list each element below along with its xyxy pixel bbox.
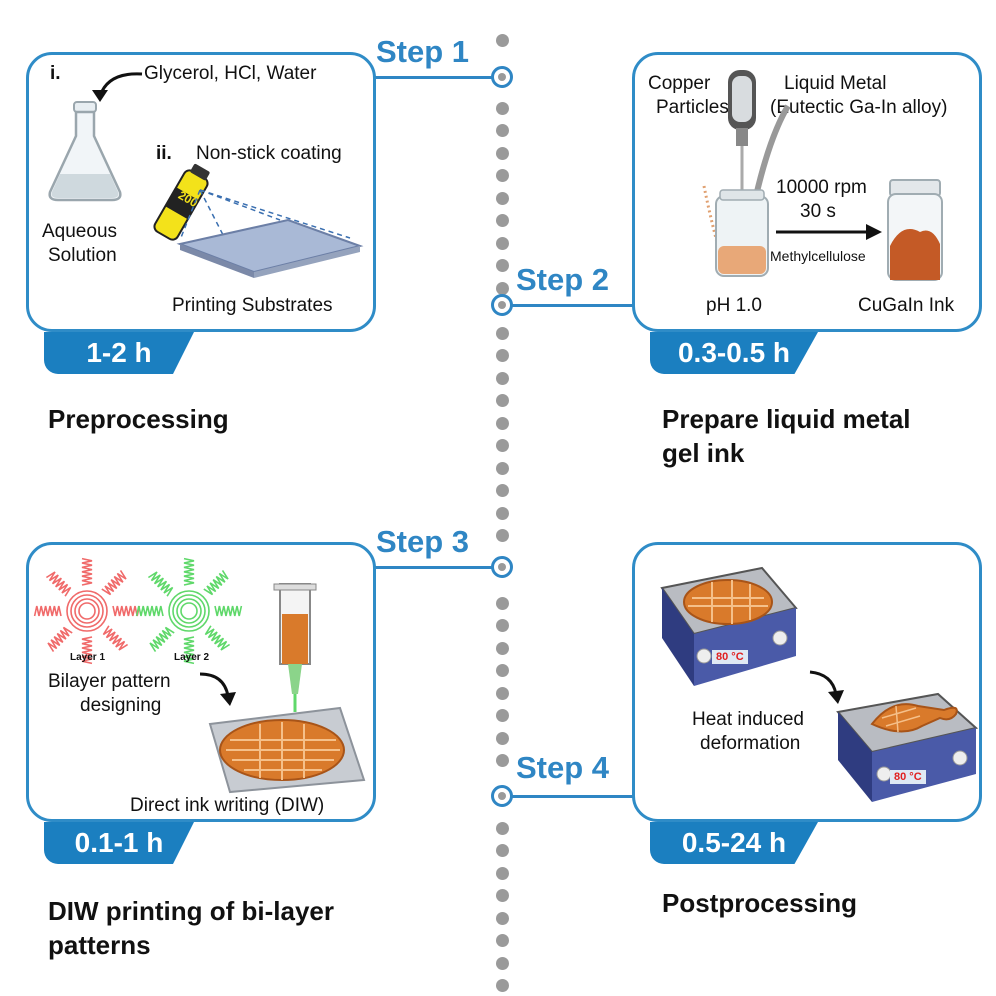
step-4-node: [491, 785, 513, 807]
item-ii-marker: ii.: [156, 143, 172, 164]
step-1-node: [491, 66, 513, 88]
timeline-dot: [496, 596, 509, 610]
liquid-metal-label-line1: Liquid Metal: [784, 73, 887, 94]
timeline-dot: [496, 731, 509, 745]
layer-2-label: Layer 2: [174, 652, 210, 663]
layer-2-pattern-icon: [135, 557, 243, 665]
step-3-node: [491, 556, 513, 578]
timeline-dot: [496, 124, 509, 137]
timeline-dot: [496, 866, 509, 880]
timeline-dot: [496, 101, 509, 115]
printer-syringe-icon: [208, 583, 366, 794]
diw-label: Direct ink writing (DIW): [130, 795, 325, 816]
step-3-connector: [372, 566, 498, 569]
timeline-dot: [496, 821, 509, 835]
timeline-dot: [496, 664, 509, 677]
copper-label-line1: Copper: [648, 73, 711, 94]
diw-printing-title-line1: DIW printing of bi-layer: [48, 896, 334, 926]
timeline-dot: [496, 191, 509, 205]
hotplate-2-icon: [836, 692, 979, 802]
timeline-dot: [496, 619, 509, 632]
liquid-metal-label-line2: (Eutectic Ga-In alloy): [770, 97, 948, 118]
step-2-label: Step 2: [516, 262, 610, 297]
diw-printing-title-line2: patterns: [48, 930, 151, 960]
reagents-label: Glycerol, HCl, Water: [144, 63, 317, 84]
step-1-label: Step 1: [376, 34, 470, 69]
preprocessing-title: Preprocessing: [48, 404, 229, 434]
flask-icon: [48, 101, 122, 202]
design-label-line1: Bilayer pattern: [48, 671, 171, 692]
reagent-arrow-icon: [92, 72, 143, 102]
timeline-dot: [496, 371, 509, 385]
timeline-dot: [496, 686, 509, 700]
timeline-dot: [496, 259, 509, 272]
timeline-dot: [496, 484, 509, 497]
time-label: 30 s: [800, 201, 836, 222]
timeline-dot: [496, 416, 509, 430]
design-label-line2: designing: [80, 695, 162, 716]
heating-arrow-icon: [809, 670, 844, 704]
timeline-dot: [496, 146, 509, 160]
step-4-label: Step 4: [516, 750, 610, 785]
timeline-dot: [496, 506, 509, 520]
step-1-connector: [372, 76, 498, 79]
item-i-marker: i.: [50, 63, 61, 84]
timeline-dot: [496, 911, 509, 925]
spray-can-icon: [153, 163, 210, 241]
postprocessing-title: Postprocessing: [662, 888, 858, 918]
heat-label-line1: Heat induced: [692, 709, 804, 730]
timeline-dot: [496, 956, 509, 970]
ink-preparation-title-line1: Prepare liquid metal: [662, 404, 911, 434]
cugain-ink-label: CuGaIn Ink: [858, 295, 955, 316]
heat-label-line2: deformation: [700, 733, 801, 754]
ink-jar-icon: [887, 179, 943, 281]
timeline-dot: [496, 439, 509, 452]
timeline-dot: [496, 236, 509, 250]
preprocessing-duration-tab: 1-2 h: [44, 332, 194, 374]
timeline-dot: [496, 844, 509, 857]
timeline-dot: [496, 889, 509, 902]
step-2-connector: [506, 304, 634, 307]
hotplate-1-icon: [660, 566, 798, 686]
timeline-dot: [496, 214, 509, 227]
timeline-dot: [496, 349, 509, 362]
solution-label-line1: Aqueous: [42, 221, 118, 242]
timeline-dot: [496, 169, 509, 182]
methylcellulose-label: Methylcellulose: [770, 248, 866, 264]
timeline-dot: [496, 529, 509, 542]
step-3-label: Step 3: [376, 524, 470, 559]
printing-substrate-icon: [176, 189, 364, 278]
ink-duration-tab: 0.3-0.5 h: [650, 332, 818, 374]
hotplate-2-display: 80 °C: [890, 770, 926, 784]
timeline-dot: [496, 934, 509, 947]
step-4-connector: [506, 795, 634, 798]
coating-label: Non-stick coating: [196, 143, 342, 164]
ph-label: pH 1.0: [706, 295, 762, 316]
diw-duration-tab: 0.1-1 h: [44, 822, 194, 864]
layer-1-pattern-icon: [33, 557, 141, 665]
design-arrow-icon: [199, 672, 236, 706]
timeline-dot: [496, 709, 509, 722]
solution-label-line2: Solution: [48, 245, 117, 266]
copper-label-line2: Particles: [656, 97, 729, 118]
postprocessing-duration-tab: 0.5-24 h: [650, 822, 818, 864]
homogenizer-icon: [702, 70, 791, 277]
mixing-arrow-icon: [776, 224, 882, 240]
timeline-dot: [496, 34, 509, 47]
step-2-node: [491, 294, 513, 316]
ink-preparation-title-line2: gel ink: [662, 438, 745, 468]
timeline-dot: [496, 641, 509, 655]
timeline-dot: [496, 754, 509, 767]
substrate-label: Printing Substrates: [172, 295, 333, 316]
rpm-label: 10000 rpm: [776, 177, 867, 198]
hotplate-1-display: 80 °C: [712, 650, 748, 664]
timeline-dot: [496, 281, 509, 295]
timeline-dot: [496, 326, 509, 340]
layer-1-label: Layer 1: [70, 652, 106, 663]
timeline-dot: [496, 461, 509, 475]
timeline-dot: [496, 394, 509, 407]
timeline-dot: [496, 979, 509, 992]
